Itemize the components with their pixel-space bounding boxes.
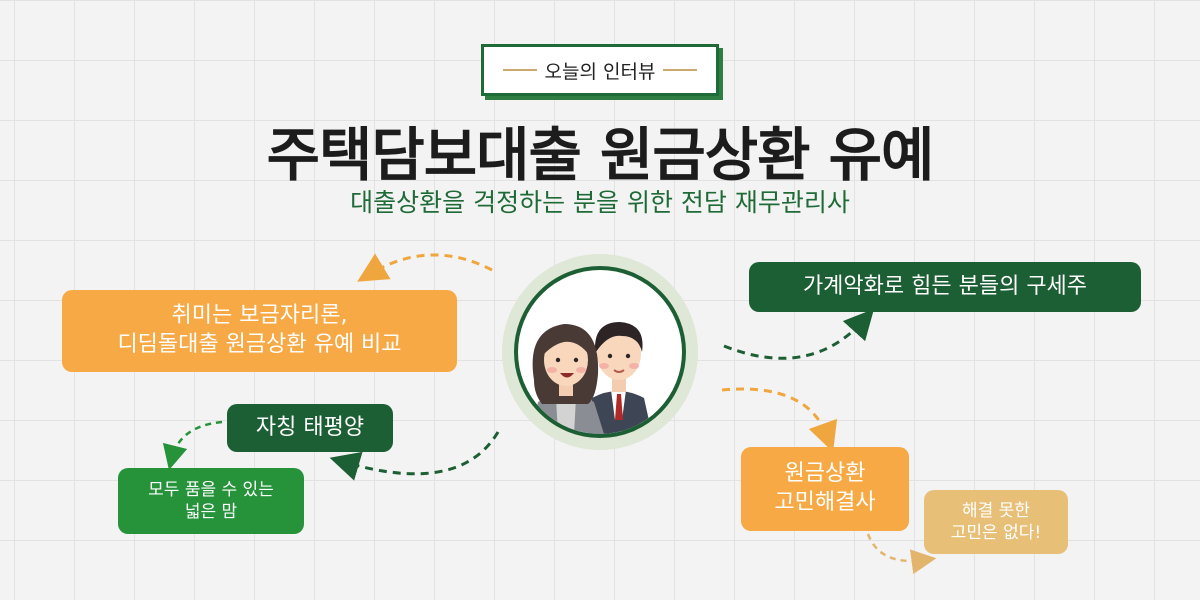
arrow-to-right-mid xyxy=(721,387,838,453)
tag-label: 오늘의 인터뷰 xyxy=(544,60,656,83)
advisor-portrait xyxy=(514,266,686,438)
bubble-hobby: 취미는 보금자리론, 디딤돌대출 원금상환 유예 비교 xyxy=(62,290,457,372)
tag-rule-left xyxy=(502,69,537,71)
interview-tag: 오늘의 인터뷰 xyxy=(481,44,719,96)
advisor-portrait-ring xyxy=(502,254,698,450)
bubble-hobby-line2: 디딤돌대출 원금상환 유예 비교 xyxy=(117,332,402,357)
bubble-broad-heart-line2: 넓은 맘 xyxy=(184,502,238,522)
bubble-pacific: 자칭 태평양 xyxy=(227,404,393,452)
bubble-no-worry-line2: 고민은 없다! xyxy=(950,523,1042,543)
tag-rule-right xyxy=(663,69,698,71)
page-subtitle: 대출상환을 걱정하는 분을 위한 전담 재무관리사 xyxy=(350,188,850,217)
arrow-to-left-top xyxy=(357,253,493,282)
bubble-pacific-label: 자칭 태평양 xyxy=(255,414,365,440)
bubble-broad-heart-line1: 모두 품을 수 있는 xyxy=(148,479,274,500)
bubble-no-worry-line1: 해결 못한 xyxy=(962,500,1030,521)
bubble-no-worry: 해결 못한 고민은 없다! xyxy=(924,490,1068,554)
advisors-illustration xyxy=(532,322,652,434)
bubble-savior: 가계악화로 힘든 분들의 구세주 xyxy=(749,262,1141,312)
arrow-to-right-bottom xyxy=(866,533,937,575)
bubble-hobby-line1: 취미는 보금자리론, xyxy=(171,303,348,329)
bubble-savior-label: 가계악화로 힘든 분들의 구세주 xyxy=(802,273,1088,299)
bubble-solver-line1: 원금상환 xyxy=(784,461,866,487)
bubble-solver-line2: 고민해결사 xyxy=(774,490,876,515)
bubble-solver: 원금상환 고민해결사 xyxy=(741,447,909,531)
arrow-to-left-bottom xyxy=(162,420,223,471)
arrow-to-right-top xyxy=(723,308,875,360)
bubble-broad-heart: 모두 품을 수 있는 넓은 맘 xyxy=(118,468,304,534)
page-title: 주택담보대출 원금상환 유예 xyxy=(266,121,935,189)
arrow-to-left-mid xyxy=(329,431,500,481)
